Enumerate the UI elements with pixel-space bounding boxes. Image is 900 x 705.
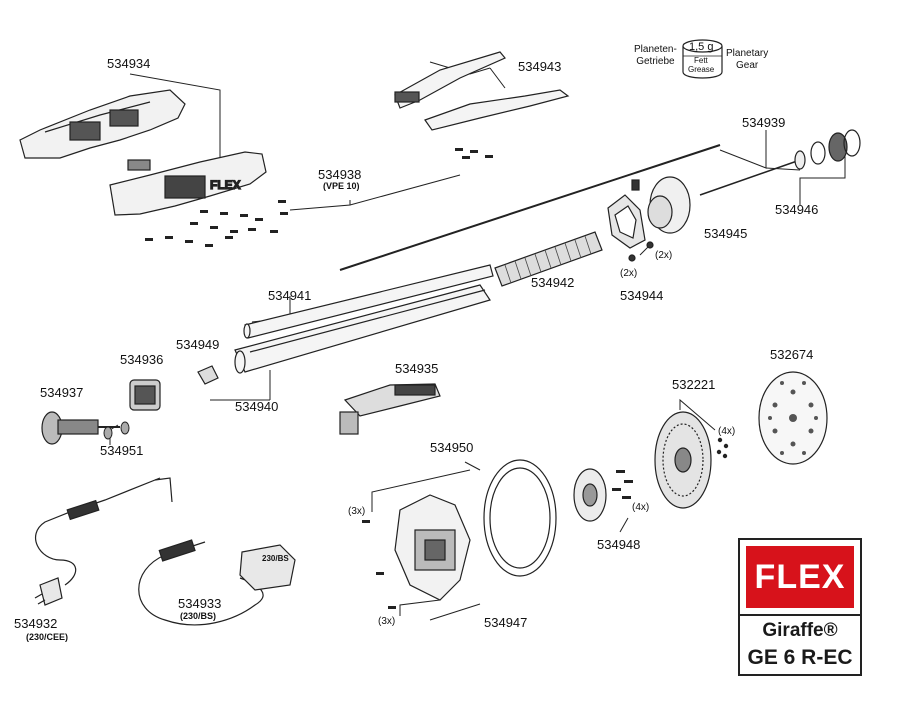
brand-badge: FLEX Giraffe® GE 6 R-EC: [738, 538, 862, 676]
bearing-set-534946: [794, 129, 861, 170]
part-label-534933: 534933: [178, 596, 222, 611]
handle-housing-534934: FLEX: [19, 89, 267, 216]
leader-534938: [289, 200, 351, 211]
leader-534939: [719, 130, 767, 169]
dust-cover-534947: [394, 494, 471, 601]
product-name: Giraffe®: [762, 620, 838, 641]
product-model: GE 6 R-EC: [747, 646, 853, 669]
leader-534950: [464, 461, 481, 471]
grease-right-line1: Planetary: [726, 48, 769, 59]
part-label-534946: 534946: [775, 202, 819, 217]
part-note-534938: (VPE 10): [323, 181, 360, 191]
clip-534949: [197, 365, 219, 385]
guard-ring-534950: [483, 459, 557, 577]
part-label-534944: 534944: [620, 288, 664, 303]
grease-left-text: Planeten- Getriebe: [634, 44, 677, 68]
grease-fett-label: Fett: [694, 56, 708, 65]
stator-534936: [129, 379, 161, 411]
part-label-532674: 532674: [770, 347, 814, 362]
part-label-534937: 534937: [40, 385, 84, 400]
flex-logo-text: FLEX: [754, 557, 846, 596]
grease-amount: 1,5 g: [689, 41, 714, 53]
qty-label-534944-upper: (2x): [655, 250, 673, 261]
part-label-532221: 532221: [672, 377, 716, 392]
leader-534934: [129, 73, 221, 160]
part-label-534951: 534951: [100, 443, 144, 458]
svg-text:FLEX: FLEX: [210, 178, 241, 192]
qty-label-534947-lower: (3x): [378, 616, 396, 627]
rotor-534937: [41, 411, 120, 445]
part-label-534943: 534943: [518, 59, 562, 74]
grease-right-line2: Gear: [736, 60, 759, 71]
screws-534938: [145, 148, 493, 247]
part-label-534950: 534950: [430, 440, 474, 455]
grease-left-line2: Getriebe: [636, 56, 675, 67]
switch-assembly-534935: [339, 383, 441, 435]
qty-label-532221: (4x): [718, 426, 736, 437]
part-note-534932: (230/CEE): [26, 632, 69, 642]
part-label-534934: 534934: [107, 56, 151, 71]
screws-534947: [362, 520, 396, 609]
part-label-534938: 534938: [318, 167, 362, 182]
flex-logo: FLEX: [746, 546, 854, 608]
leader-534946: [799, 150, 846, 205]
leader-3x-top: [371, 469, 471, 512]
part-label-534948: 534948: [597, 537, 641, 552]
leader-3x-bottom: [399, 599, 441, 616]
corrugated-hose-534942: [494, 231, 603, 287]
extension-tube-534940: [234, 284, 491, 374]
screws-534948: [612, 470, 633, 499]
qty-label-534947-upper: (3x): [348, 506, 366, 517]
power-cable-534932: [34, 477, 173, 606]
grease-right-text: Planetary Gear: [726, 48, 768, 72]
part-label-534941: 534941: [268, 288, 312, 303]
bearing-534951: [103, 421, 130, 440]
backing-pad-532221: [654, 411, 712, 509]
drive-shaft-534939: [339, 144, 721, 271]
screws-532221: [716, 437, 729, 459]
leader-532221: [679, 398, 716, 431]
part-note-534933: (230/BS): [180, 611, 217, 621]
qty-label-534944-lower: (2x): [620, 268, 638, 279]
leader-534947: [429, 603, 481, 621]
gear-hub-534945: [631, 176, 691, 234]
leader-534948: [619, 517, 629, 533]
grease-grease-label: Grease: [688, 65, 715, 74]
badge-divider: [740, 614, 860, 616]
plug-label-230bs: 230/BS: [262, 554, 289, 563]
part-label-534945: 534945: [704, 226, 748, 241]
grease-left-line1: Planeten-: [634, 44, 677, 55]
front-handle-534943: [394, 51, 570, 131]
part-label-534936: 534936: [120, 352, 164, 367]
qty-label-534948: (4x): [632, 502, 650, 513]
flange-534948: [573, 468, 607, 522]
part-label-534932: 534932: [14, 616, 58, 631]
sanding-disc-532674: [758, 371, 828, 465]
grease-container-icon: [682, 39, 723, 79]
power-cable-534933: [138, 539, 296, 626]
part-label-534947: 534947: [484, 615, 528, 630]
outer-tube-534941: [243, 264, 494, 339]
part-label-534939: 534939: [742, 115, 786, 130]
part-label-534942: 534942: [531, 275, 575, 290]
bracket-534944: [607, 194, 654, 262]
part-label-534940: 534940: [235, 399, 279, 414]
part-label-534949: 534949: [176, 337, 220, 352]
part-label-534935: 534935: [395, 361, 439, 376]
